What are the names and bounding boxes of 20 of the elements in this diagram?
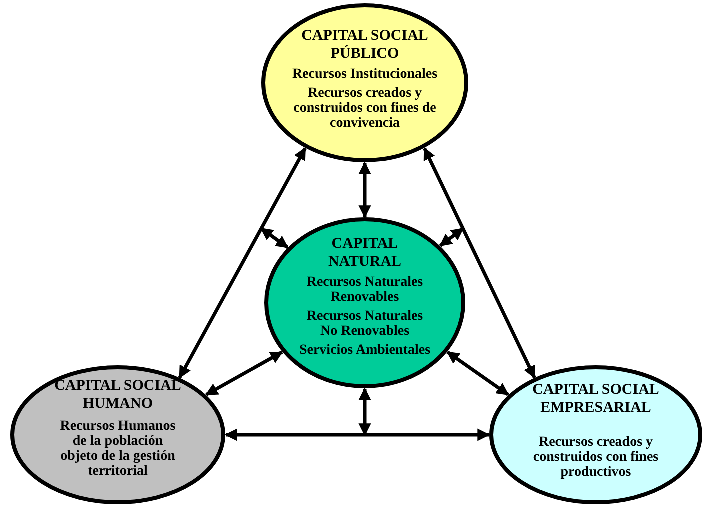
node-text: Recursos creados y construidos con fines de convivencia: [292, 86, 438, 131]
node-text: Recursos Naturales No Renovables: [306, 309, 424, 339]
double-arrow: [358, 388, 372, 436]
node-text: Servicios Ambientales: [299, 343, 431, 358]
node-text: Recursos creados y construidos con fines productivos: [532, 435, 660, 480]
double-arrow: [439, 227, 464, 248]
double-arrow: [446, 350, 510, 396]
double-arrow: [358, 162, 372, 218]
double-arrow: [178, 147, 307, 379]
node-text: Recursos Humanos de la población objeto de la gestión territorial: [59, 419, 177, 479]
node-title: CAPITAL SOCIAL HUMANO: [54, 377, 182, 413]
node-text: Recursos Institucionales: [292, 67, 438, 82]
double-arrow: [423, 147, 536, 379]
node-title: CAPITAL SOCIAL PÚBLICO: [300, 27, 430, 63]
node-title: CAPITAL SOCIAL EMPRESARIAL: [532, 381, 660, 417]
double-arrow: [260, 227, 289, 250]
node-title: CAPITAL NATURAL: [327, 235, 403, 271]
double-arrow: [205, 350, 284, 396]
node-text: Recursos Naturales Renovables: [306, 275, 424, 305]
double-arrow: [224, 428, 490, 442]
